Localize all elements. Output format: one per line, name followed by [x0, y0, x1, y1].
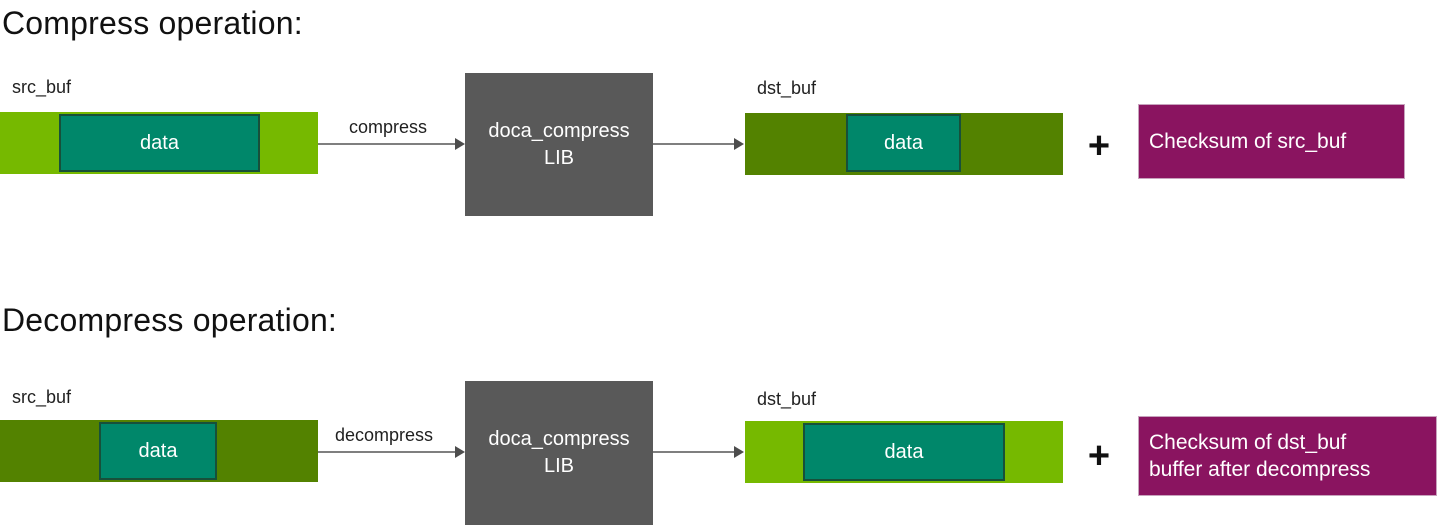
doca-compress-lib-box: doca_compress LIB — [465, 73, 653, 216]
lib-box-line: doca_compress — [488, 428, 630, 450]
decompress-arrow-label: decompress — [334, 425, 434, 445]
dst-buf-label: dst_buf — [757, 389, 817, 409]
arrow-line — [653, 143, 735, 145]
arrow-right-icon — [734, 446, 744, 458]
src-buf-label: src_buf — [12, 77, 72, 97]
data-block-label: data — [138, 439, 178, 462]
data-block-label: data — [884, 440, 924, 463]
doca-compress-lib-box: doca_compress LIB — [465, 381, 653, 525]
dst-buf-label: dst_buf — [757, 78, 817, 98]
src-data-block: data — [59, 114, 260, 172]
checksum-box: Checksum of src_buf — [1138, 104, 1405, 179]
plus-icon: + — [1087, 124, 1111, 167]
checksum-label: Checksum of src_buf — [1149, 130, 1347, 153]
dst-data-block: data — [846, 114, 961, 172]
lib-box-line: LIB — [543, 455, 575, 477]
arrow-line — [318, 143, 457, 145]
section-title: Compress operation: — [2, 5, 303, 41]
checksum-label: Checksum of dst_buf buffer after decompr… — [1149, 431, 1371, 481]
arrow-right-icon — [455, 138, 465, 150]
data-block-label: data — [884, 131, 923, 154]
src-buf-label: src_buf — [12, 387, 72, 407]
checksum-box: Checksum of dst_buf buffer after decompr… — [1138, 416, 1437, 496]
lib-box-line: doca_compress — [488, 119, 630, 142]
data-block-label: data — [140, 131, 179, 154]
arrow-right-icon — [455, 446, 465, 458]
lib-box-line: LIB — [543, 146, 575, 169]
arrow-right-icon — [734, 138, 744, 150]
arrow-line — [653, 451, 735, 453]
dst-data-block: data — [803, 423, 1005, 481]
compress-arrow-label: compress — [348, 117, 428, 137]
arrow-line — [318, 451, 457, 453]
plus-icon: + — [1087, 434, 1111, 477]
src-data-block: data — [99, 422, 217, 480]
section-title: Decompress operation: — [2, 302, 338, 338]
